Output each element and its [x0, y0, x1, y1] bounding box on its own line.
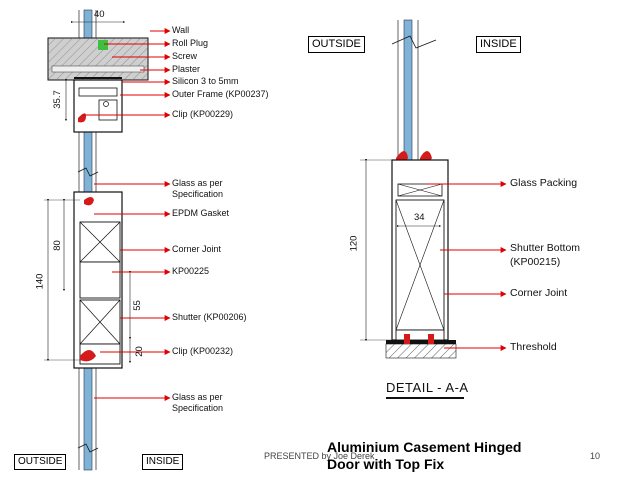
right-outside-label: OUTSIDE	[308, 36, 365, 53]
label-epdm-gasket: EPDM Gasket	[172, 208, 230, 218]
dim-20: 20	[133, 346, 145, 357]
slide-title: Aluminium Casement Hinged Door with Top …	[327, 439, 521, 473]
label-corner-joint-r: Corner Joint	[510, 287, 568, 299]
page-number: 10	[590, 451, 601, 461]
label-kp00225: KP00225	[172, 266, 210, 276]
label-outer-frame: Outer Frame (KP00237)	[172, 89, 269, 99]
right-glass	[403, 19, 413, 161]
left-inside-label: INSIDE	[142, 454, 184, 470]
slide-title-line2: Door with Top Fix	[327, 456, 445, 472]
presenter-credit: PRESENTED by Joe Derek	[264, 451, 375, 461]
dim-width-34: 34	[414, 212, 425, 223]
threshold-base	[385, 343, 457, 359]
label-shutter-bottom: Shutter Bottom	[510, 242, 581, 254]
label-glass-2b: Specification	[172, 403, 224, 413]
dim-height-120: 120	[348, 235, 360, 252]
left-section	[44, 9, 171, 471]
label-plaster: Plaster	[172, 64, 201, 74]
dim-outer-frame: 35.7	[51, 90, 63, 109]
label-clip-229: Clip (KP00229)	[172, 109, 234, 119]
dim-80: 80	[51, 240, 63, 251]
right-inside-label: INSIDE	[476, 36, 521, 53]
label-glass-2a: Glass as per	[172, 392, 223, 402]
label-glass-packing: Glass Packing	[510, 177, 578, 189]
label-silicon: Silicon 3 to 5mm	[172, 76, 239, 86]
dim-55: 55	[131, 300, 143, 311]
dim-top-width: 40	[94, 9, 105, 20]
right-section	[360, 19, 507, 359]
label-threshold: Threshold	[510, 341, 557, 353]
label-shutter: Shutter (KP00206)	[172, 312, 247, 322]
detail-caption-underline	[386, 397, 464, 399]
label-clip-232: Clip (KP00232)	[172, 346, 234, 356]
label-glass-1a: Glass as per	[172, 178, 223, 188]
label-glass-1b: Specification	[172, 189, 224, 199]
label-kp00215: (KP00215)	[510, 256, 561, 268]
label-corner-joint: Corner Joint	[172, 244, 222, 254]
slide-title-line1: Aluminium Casement Hinged	[327, 439, 522, 455]
roll-plug	[98, 40, 108, 50]
label-wall: Wall	[172, 25, 190, 35]
label-screw: Screw	[172, 51, 198, 61]
left-outside-label: OUTSIDE	[14, 454, 67, 470]
detail-caption: DETAIL - A-A	[386, 380, 469, 395]
dim-140: 140	[34, 273, 46, 290]
label-roll-plug: Roll Plug	[172, 38, 209, 48]
